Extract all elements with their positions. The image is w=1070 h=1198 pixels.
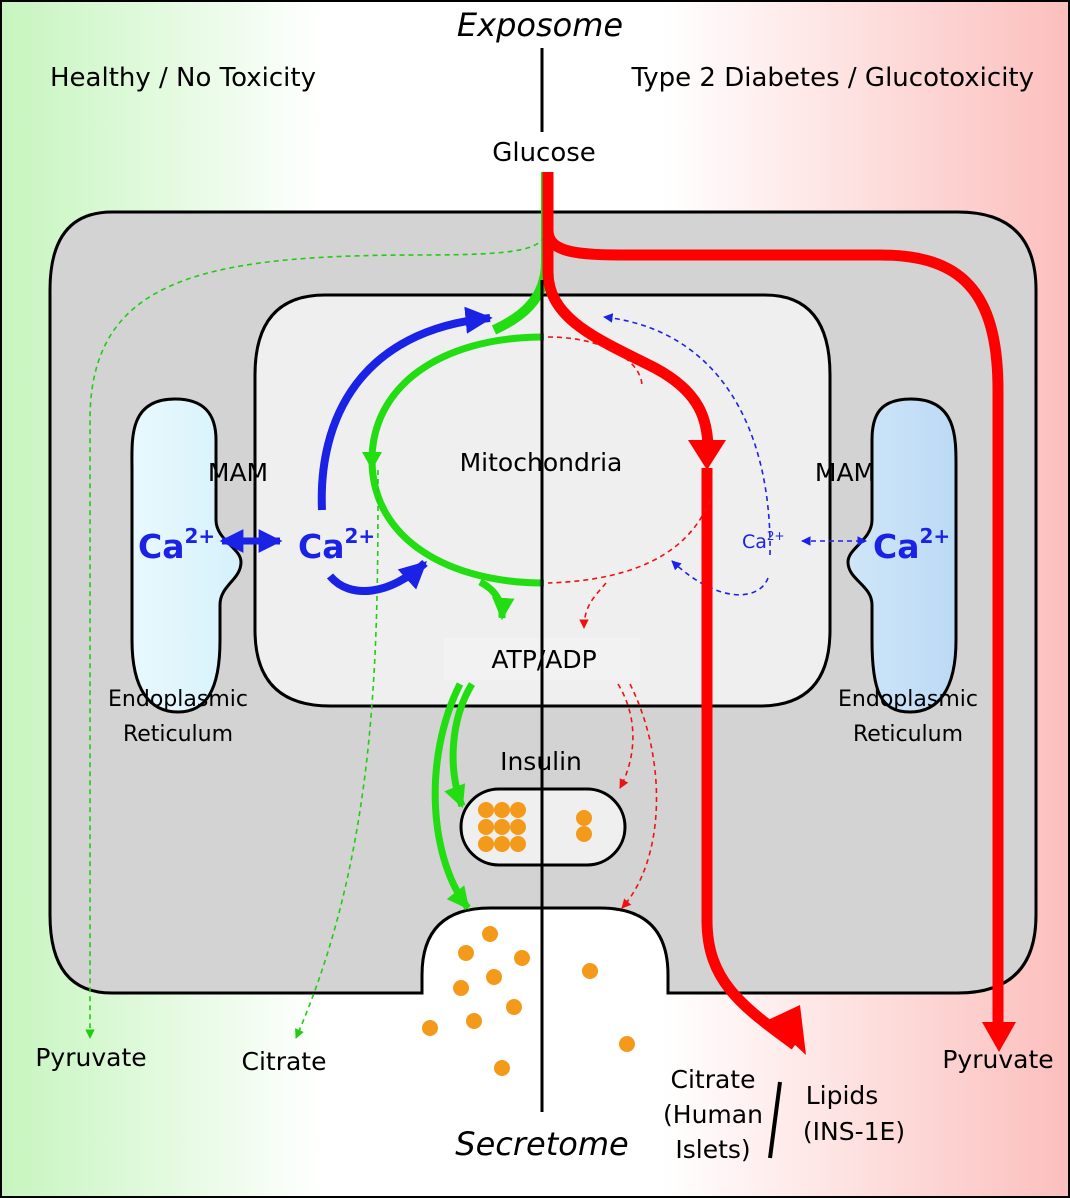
- glucose-label: Glucose: [492, 138, 596, 168]
- exposome-title: Exposome: [457, 6, 623, 44]
- lipid-citrate-arrowhead-main: [768, 1005, 806, 1055]
- insulin-granules-sparse: [576, 810, 592, 842]
- mam-label-right: MAM: [815, 458, 875, 487]
- lipids-line2: (INS-1E): [803, 1117, 905, 1146]
- glucose-uptake-red: [542, 172, 714, 451]
- citrate-right-line3: Islets): [675, 1135, 750, 1164]
- lipid-citrate-export-red: [701, 468, 799, 1050]
- mitochondria-label: Mitochondria: [460, 448, 623, 477]
- er-right: [846, 397, 958, 714]
- calcium-to-mito-arrow: [317, 306, 493, 511]
- er-left-label-line2: Reticulum: [123, 722, 233, 747]
- insulin-label: Insulin: [500, 747, 582, 776]
- secretome-title: Secretome: [455, 1125, 628, 1163]
- pyruvate-red-arrowhead: [982, 1022, 1016, 1052]
- red-dashed-to-atp: [579, 582, 607, 629]
- atp-to-secretion-arrow: [431, 682, 471, 911]
- pyruvate-export-green: [85, 227, 547, 1039]
- er-left-label-line1: Endoplasmic: [108, 687, 248, 712]
- citrate-right-line2: (Human: [663, 1100, 763, 1129]
- citrate-export-green: [295, 469, 379, 1039]
- red-dashed-to-secretion: [621, 683, 658, 909]
- ca-er-left-label: Ca2+: [138, 524, 215, 566]
- red-dashed-lower-loop: [547, 499, 711, 584]
- pyruvate-right-label: Pyruvate: [942, 1045, 1053, 1074]
- pyruvate-left-label: Pyruvate: [35, 1043, 146, 1072]
- red-mito-arrowhead: [688, 440, 726, 470]
- mam-label-left: MAM: [208, 458, 268, 487]
- red-dashed-tca: [547, 336, 643, 386]
- red-dashed-to-insulin: [617, 683, 634, 789]
- citrate-right-line1: Citrate: [671, 1065, 756, 1094]
- er-left: [130, 397, 243, 714]
- calcium-flux-dashed-lower: [671, 560, 769, 596]
- ca-mito-left-label: Ca2+: [298, 524, 375, 566]
- atp-to-insulin-arrow: [444, 682, 476, 809]
- citrate-left-label: Citrate: [242, 1047, 327, 1076]
- calcium-cycle-arrow: [326, 560, 428, 595]
- ca-mito-right-label: Ca2+: [742, 529, 785, 553]
- lipids-line1: Lipids: [806, 1081, 879, 1110]
- mito-to-atp-arrow: [478, 578, 515, 621]
- insulin-granules-packed: [478, 802, 526, 852]
- disease-heading: Type 2 Diabetes / Glucotoxicity: [630, 63, 1034, 93]
- pyruvate-export-red: [542, 229, 1004, 1028]
- ca-er-right-label: Ca2+: [873, 524, 950, 566]
- er-right-label-line1: Endoplasmic: [838, 687, 978, 712]
- healthy-heading: Healthy / No Toxicity: [50, 63, 316, 93]
- citrate-lipids-slash: [768, 1081, 782, 1159]
- secreted-insulin: [422, 926, 635, 1076]
- atp-adp-label: ATP/ADP: [491, 645, 596, 674]
- er-right-label-line2: Reticulum: [853, 722, 963, 747]
- calcium-flux-dashed-upper: [603, 313, 771, 556]
- tca-cycle-arrowhead: [362, 452, 382, 470]
